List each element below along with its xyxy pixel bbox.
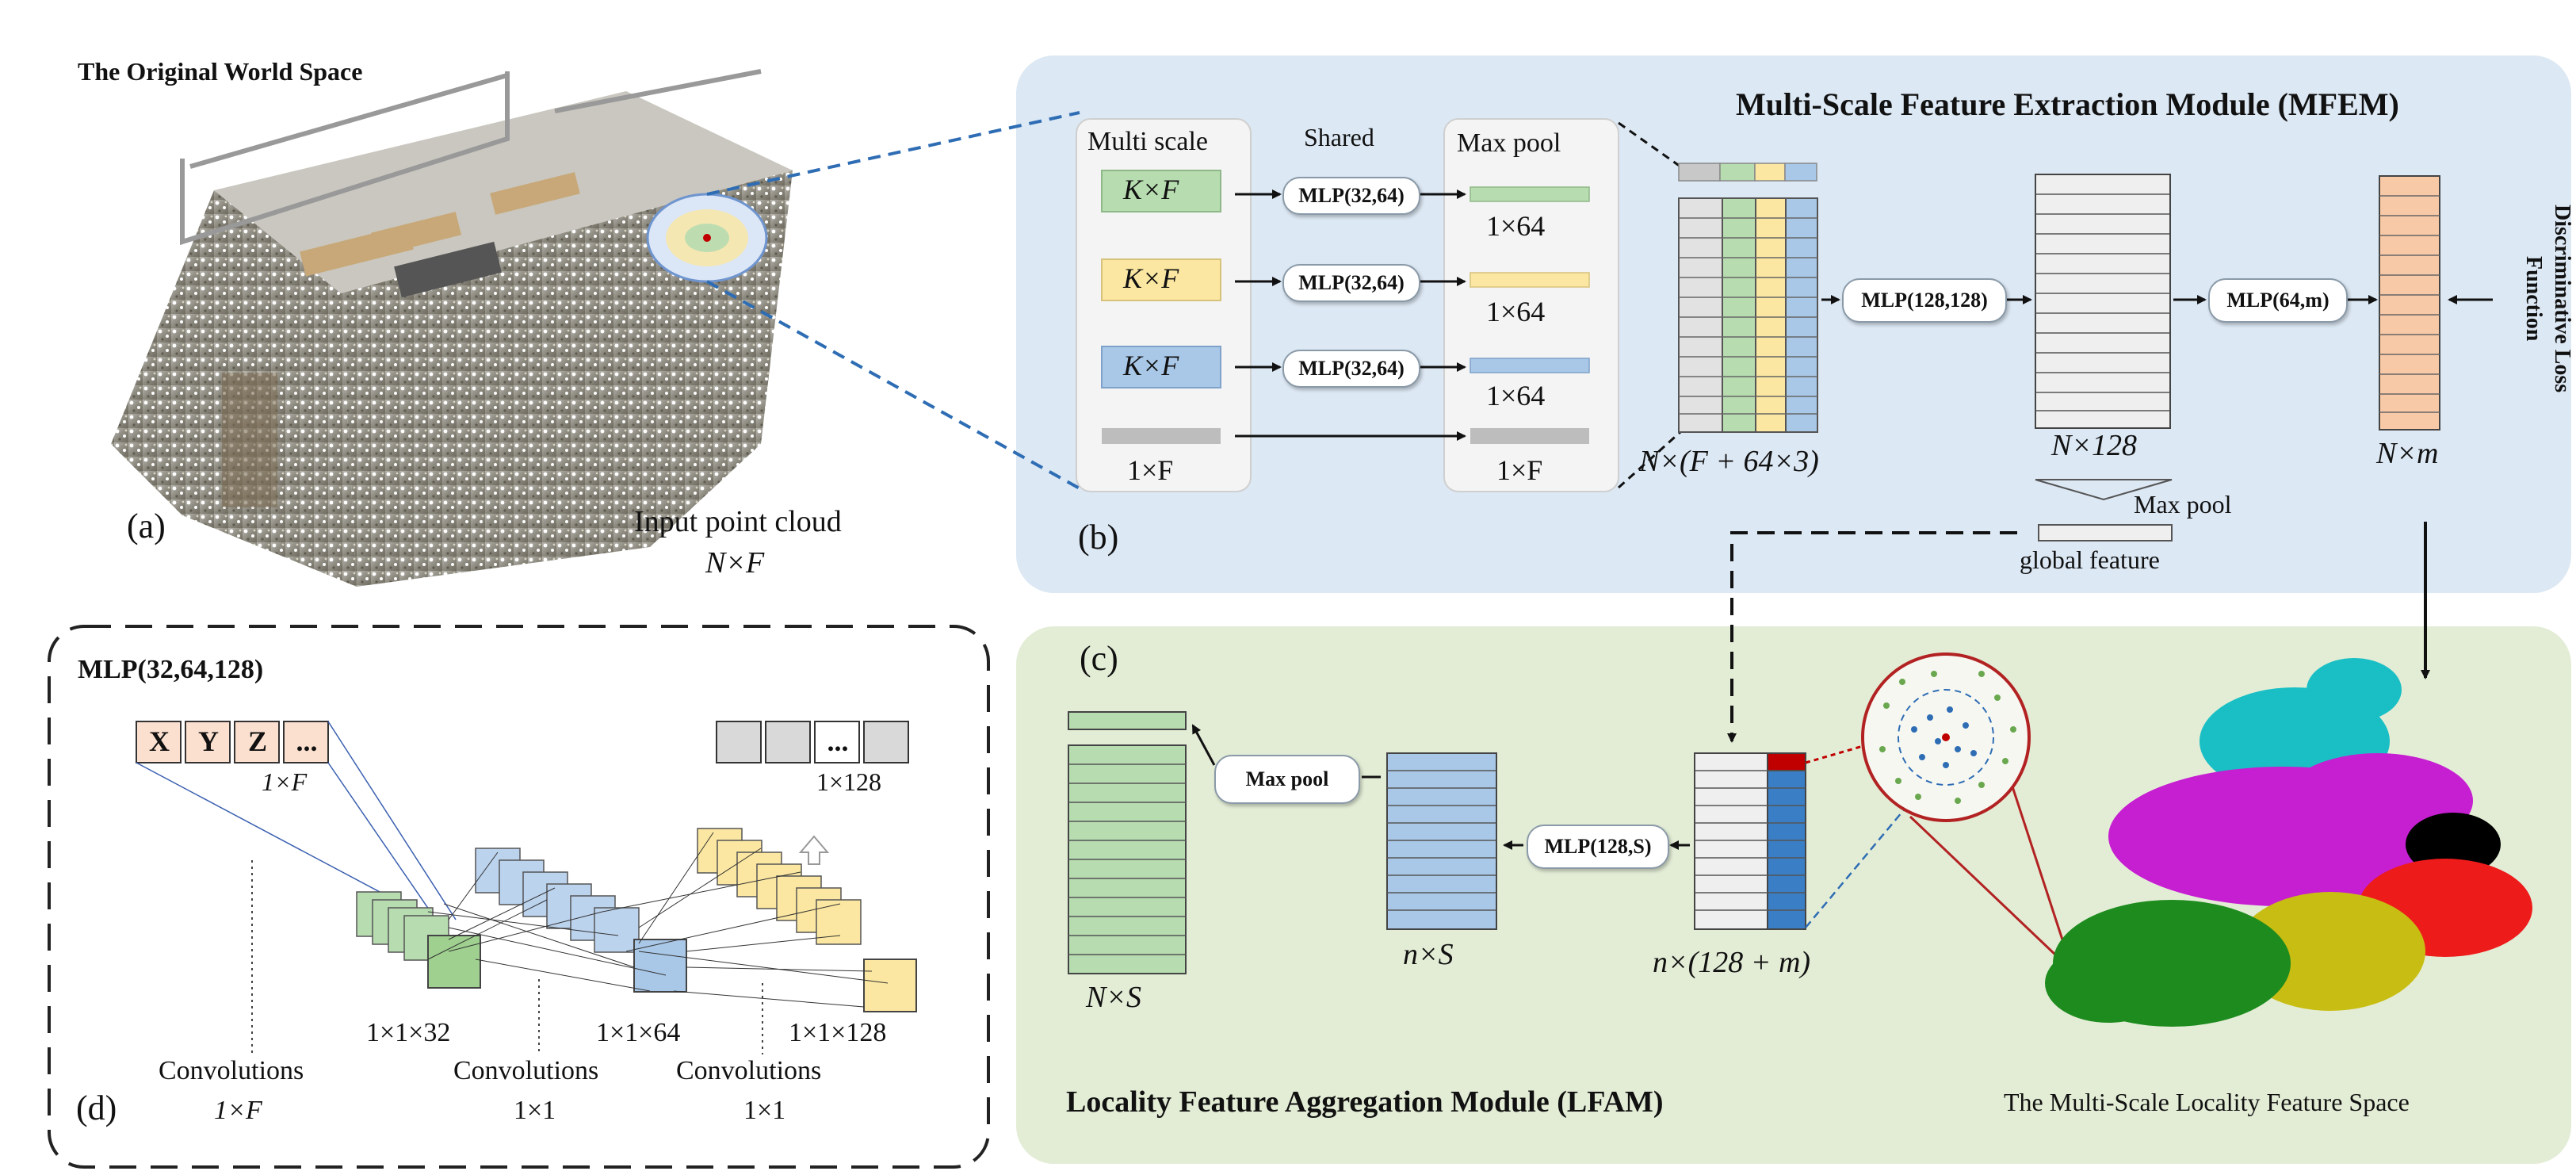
- local-feature-matrix: [1694, 752, 1806, 930]
- pooled-bar-3: [1470, 358, 1590, 373]
- conv-layer-64: [475, 848, 687, 993]
- input-dims-1: K×F: [1123, 174, 1179, 205]
- ns-dims: n×S: [1403, 938, 1454, 971]
- global-feature-label: global feature: [2020, 545, 2160, 574]
- panel-c-label: (c): [1080, 639, 1118, 678]
- input-box-2: [1101, 258, 1221, 301]
- maxpool-title: Max pool: [1457, 128, 1561, 158]
- mlp-input-cells: [136, 721, 329, 763]
- loss-function-label: Discriminative Loss Function: [2521, 205, 2574, 393]
- n128-feature-matrix: [2035, 174, 2171, 429]
- pooled-bar-passthrough: [1470, 428, 1589, 444]
- feature-space-caption: The Multi-Scale Locality Feature Space: [2004, 1088, 2410, 1116]
- ns-feature-matrix: [1386, 752, 1497, 930]
- world-space-title: The Original World Space: [78, 57, 363, 86]
- global-feature-bar: [2038, 524, 2173, 541]
- maxpool-group: [1443, 118, 1619, 492]
- layer-32-dims: 1×1×32: [366, 1018, 451, 1047]
- input-box-passthrough: [1102, 428, 1221, 444]
- input-cell-x: X: [149, 725, 170, 757]
- multi-scale-title: Multi scale: [1087, 127, 1209, 156]
- panel-b-label: (b): [1078, 518, 1119, 557]
- maxpool-triangle: [2035, 479, 2173, 501]
- conv-3-name: Convolutions: [676, 1056, 822, 1085]
- input-cell-y: Y: [198, 725, 219, 757]
- panel-d-label: (d): [76, 1089, 117, 1127]
- maxpool-label: Max pool: [2134, 490, 2232, 519]
- input-cell-ellipsis: ...: [296, 725, 318, 757]
- mfem-title: Multi-Scale Feature Extraction Module (M…: [1736, 86, 2399, 122]
- concat-header-bar: [1678, 163, 1817, 182]
- layer-128-dims: 1×1×128: [789, 1018, 887, 1047]
- panel-a-label: (a): [127, 507, 166, 545]
- input-point-cloud-caption: Input point cloud: [634, 505, 842, 538]
- shared-mlp-box-1: MLP(32,64): [1282, 177, 1420, 215]
- nm-dims: N×m: [2376, 437, 2439, 470]
- mlp-output-cells: [716, 721, 909, 763]
- conv-2-name: Convolutions: [453, 1056, 599, 1085]
- conv-1-kernel: 1×F: [214, 1096, 262, 1125]
- mlp-64m-box: MLP(64,m): [2208, 278, 2348, 323]
- local-feature-dims: n×(128 + m): [1653, 946, 1811, 979]
- feature-space-clusters: [2045, 658, 2532, 1027]
- up-arrow-icon: [798, 835, 830, 865]
- zoom-line-bottom: [706, 280, 1080, 490]
- nm-embedding-matrix: [2379, 175, 2440, 431]
- input-dims-2: K×F: [1123, 262, 1179, 294]
- ns-pooled-bar: [1068, 711, 1187, 730]
- layer-64-dims: 1×1×64: [596, 1018, 681, 1047]
- shared-title: Shared: [1304, 123, 1374, 151]
- zoom-line-top: [706, 111, 1080, 196]
- mlp-output-dims: 1×128: [816, 767, 882, 796]
- conv-1-name: Convolutions: [159, 1056, 304, 1085]
- lfam-title: Locality Feature Aggregation Module (LFA…: [1066, 1085, 1664, 1119]
- passthrough-output-dims: 1×F: [1496, 454, 1543, 486]
- ns-output-matrix: [1068, 744, 1187, 974]
- concat-feature-matrix: [1678, 197, 1818, 433]
- ns-output-dims: N×S: [1086, 981, 1141, 1014]
- mlp-s-box: MLP(128,S): [1527, 825, 1669, 869]
- input-cell-z: Z: [247, 725, 267, 757]
- mlp-128-box: MLP(128,128): [1842, 278, 2007, 323]
- output-cell-ellipsis: ...: [827, 725, 849, 757]
- passthrough-input-dims: 1×F: [1127, 454, 1174, 486]
- shared-mlp-box-2: MLP(32,64): [1282, 264, 1420, 302]
- pooled-dims-3: 1×64: [1486, 380, 1546, 411]
- conv-layer-32: [356, 891, 481, 989]
- input-dims-3: K×F: [1123, 350, 1179, 381]
- mlp-input-dims: 1×F: [262, 767, 308, 796]
- maxpool-box: Max pool: [1214, 755, 1360, 804]
- concat-dims: N×(F + 64×3): [1639, 445, 1819, 478]
- input-dims: N×F: [705, 546, 765, 580]
- conv-2-kernel: 1×1: [514, 1096, 556, 1125]
- pooled-dims-1: 1×64: [1486, 210, 1546, 242]
- input-box-1: [1101, 170, 1221, 212]
- mlp-detail-title: MLP(32,64,128): [78, 655, 264, 684]
- pooled-bar-1: [1470, 186, 1590, 202]
- n128-dims: N×128: [2051, 429, 2137, 462]
- pooled-bar-2: [1470, 272, 1590, 288]
- pooled-dims-2: 1×64: [1486, 296, 1546, 327]
- conv-3-kernel: 1×1: [743, 1096, 786, 1125]
- shared-mlp-box-3: MLP(32,64): [1282, 350, 1420, 388]
- global-feature-connector: [1727, 531, 2017, 743]
- input-box-3: [1101, 346, 1221, 388]
